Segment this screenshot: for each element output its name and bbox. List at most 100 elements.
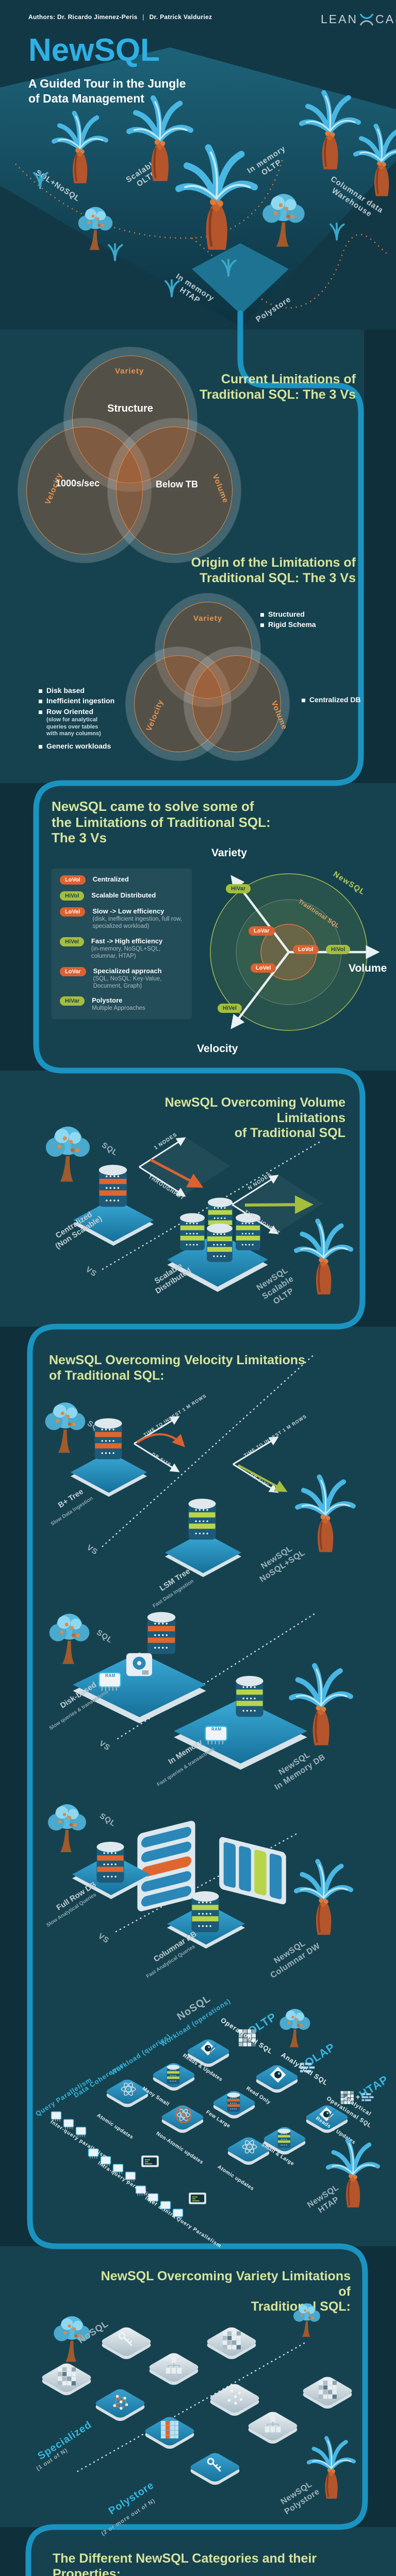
legend-text-LoVel: Slow -> Low efficiency(disk, inefficient… [92,907,188,930]
eyepen-icon [200,2040,219,2058]
row-oriented-note: (slow for analytical queries over tables… [46,716,101,737]
noacid-icon [174,2106,193,2124]
radar-pill-lovar: LoVar [249,926,275,936]
sub1-chart-newsql [233,1436,288,1493]
legend-pill-HiVol: HiVol [60,891,85,901]
atom-icon [119,2080,138,2098]
docic-icon [263,2415,282,2434]
legend-row-HiVol: HiVol Scalable Distributed [60,891,184,901]
volume-chart-sql [139,1137,230,1197]
venn2-volume-circle [192,655,281,752]
legend-desc: (disk, inefficient ingestion, full row, … [92,916,182,930]
velocity-title-line2: of Traditional SQL: [49,1368,164,1383]
venn-3vs: Variety Structure 1000s/sec Below TB Vel… [15,340,253,587]
origin-title-line1: Origin of the Limitations of [191,555,356,570]
terminal-icon [188,2192,207,2206]
legend-title: Fast -> High efficiency [91,937,163,945]
bullet-generic-workloads: Generic workloads [39,741,114,751]
authors-line: Authors: Dr. Ricardo Jimenez-Peris | Dr.… [28,13,212,21]
leanxcale-x-icon [359,13,374,26]
gridic-icon [222,2331,241,2349]
section-title-solve: NewSQL came to solve some of the Limitat… [52,799,320,846]
netic-icon [225,2387,244,2406]
radar-pill-hivel: HiVel [218,1004,242,1013]
page-title: NewSQL [28,32,160,68]
section-title-velocity: NewSQL Overcoming Velocity Limitations o… [49,1353,317,1383]
legend-row-HiVel: HiVel Fast -> High efficiency(in-memory, … [60,937,184,960]
origin-title-line2: Traditional SQL: The 3 Vs [200,570,356,585]
db-g-icon [276,2128,292,2149]
keyic-icon [117,2331,136,2349]
volume-chart-newsql [232,1175,323,1234]
db-o-icon [226,2092,241,2113]
solve-title-line2: the Limitations of Traditional SQL: [52,814,271,830]
radar-pill-hivar: HiVar [226,884,251,893]
legend-title: Scalable Distributed [91,891,156,899]
netic-o-icon [111,2393,129,2411]
legend-pill-LoVol: LoVol [60,875,86,885]
origin-right-bullets: Structured Rigid Schema [260,609,316,630]
authors-separator: | [142,13,144,21]
table-title-line1: The Different NewSQL Categories and thei… [53,2551,317,2566]
venn-volume-value: Below TB [156,479,199,489]
section-title-volume: NewSQL Overcoming Volume Limitations of … [98,1095,345,1141]
venn2-variety-label: Variety [193,614,223,623]
vs-dotted-lines [74,1141,320,2474]
keyic-icon [206,2456,224,2475]
origin-left-bullets: Disk based Inefficient ingestion Row Ori… [39,685,114,751]
sub2-ram-label: RAM [105,1673,116,1678]
authors-label: Authors: [28,13,56,21]
radar-rings [210,873,380,1031]
gridic-icon [57,2367,76,2385]
subtitle-line1: A Guided Tour in the Jungle [28,77,186,90]
bullet-row-oriented: Row Oriented [39,706,114,717]
pipe-border [25,310,368,2576]
bullet-inefficient-ingestion: Inefficient ingestion [39,696,114,706]
section-title-origin: Origin of the Limitations of Traditional… [150,555,356,586]
bullet-rigid-schema: Rigid Schema [260,619,316,630]
legend-text-HiVol: Scalable Distributed [91,891,156,899]
logo-header: LEAN CALE [321,12,396,26]
bullet-structured: Structured [260,609,316,619]
legend-text-HiVel: Fast -> High efficiency(in-memory, NoSQL… [91,937,187,960]
subtitle-line2: of Data Management [28,91,144,105]
volume-title-line2: of Traditional SQL [234,1126,345,1140]
gridic-icon [318,2380,337,2399]
venn-structure-value: Structure [107,403,153,414]
legend-text-LoVol: Centralized [93,875,129,883]
velocity-title-line1: NewSQL Overcoming Velocity Limitations [49,1353,305,1367]
logo-left-text: LEAN [321,12,358,26]
table-title-line2: Properties: [53,2566,121,2576]
terminal-icon [140,2155,160,2169]
author-1: Dr. Ricardo Jimenez-Peris [57,13,138,21]
variety-title-line1: NewSQL Overcoming Variety Limitations of [101,2269,351,2299]
docic-icon [164,2357,183,2375]
volume-title-line1: NewSQL Overcoming Volume Limitations [164,1095,345,1125]
section-title-table: The Different NewSQL Categories and thei… [53,2551,321,2576]
legend-title: Polystore [92,996,123,1005]
venn-variety-label: Variety [115,367,144,376]
radar-3vs: Variety Volume Velocity NewSQL Tradition… [196,839,396,1076]
solve-title-line3: The 3 Vs [52,830,107,846]
radar-pill-lovol: LoVol [293,945,319,954]
legend-row-LoVol: LoVol Centralized [60,875,184,885]
legend-title: Centralized [92,875,129,883]
radar-axis-velocity: Velocity [197,1043,238,1055]
radar-pill-hivol: HiVol [326,945,351,954]
current-title-line1: Current Limitations of [221,372,356,386]
legend-pill-HiVel: HiVel [60,937,84,946]
legend-text-LoVar: Specialized approach(SQL, NoSQL: Key-Val… [93,967,189,990]
sub2-ram2-label: RAM [211,1727,222,1732]
eye-icon [269,2066,287,2083]
legend-pill-HiVar: HiVar [60,996,85,1006]
solve-title-line1: NewSQL came to solve some of [52,799,254,814]
legend-desc: (in-memory, NoSQL+SQL, columnar, HTAP) [91,945,161,960]
panel-table [28,2527,396,2576]
page-subtitle: A Guided Tour in the Jungle of Data Mana… [28,76,186,106]
